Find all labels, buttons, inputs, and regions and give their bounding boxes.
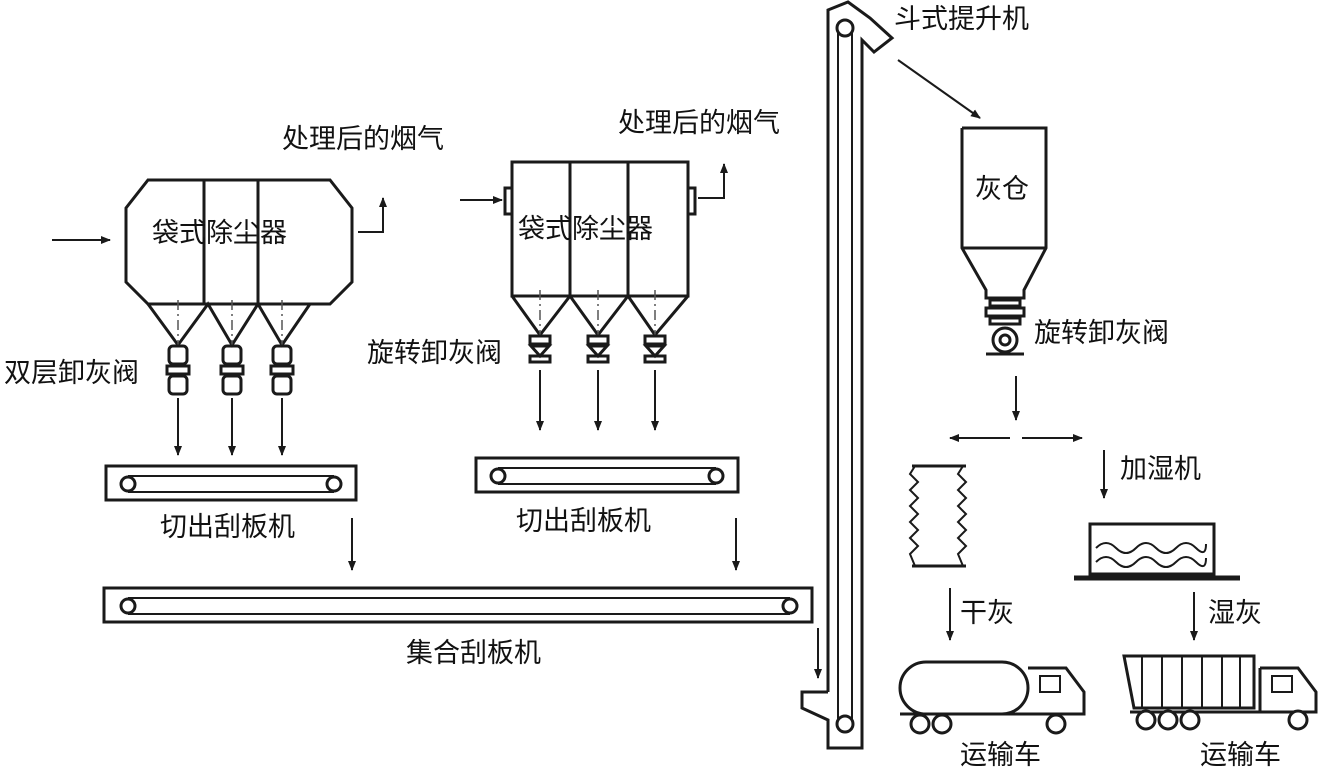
bag-filter-label-2: 袋式除尘器	[518, 214, 653, 245]
dry-ash-bag	[908, 464, 968, 568]
dump-truck	[1122, 654, 1318, 731]
silo-discharge-arrow	[949, 376, 1083, 442]
treated-flue-gas-label-2: 处理后的烟气	[618, 108, 780, 139]
truck-label-1: 运输车	[960, 740, 1041, 771]
collecting-scraper-label: 集合刮板机	[406, 638, 541, 669]
humidifier	[1074, 450, 1240, 581]
bucket-elevator	[800, 0, 895, 750]
bag-filter-1	[124, 178, 354, 348]
discharge-arrows-1	[174, 398, 286, 456]
bag-filter-2	[503, 160, 697, 338]
silo-rotary-valve	[984, 298, 1026, 356]
ash-silo-label: 灰仓	[975, 174, 1029, 205]
discharge-arrows-2	[536, 370, 659, 431]
rotary-valves-2	[527, 334, 668, 364]
bucket-elevator-label: 斗式提升机	[894, 4, 1029, 35]
double-layer-valves	[165, 344, 295, 396]
outlet-arrow-2	[698, 163, 728, 199]
scraper-label-1: 切出刮板机	[160, 512, 295, 543]
scraper-label-2: 切出刮板机	[516, 506, 651, 537]
dry-ash-label: 干灰	[960, 598, 1014, 629]
collecting-scraper-conveyor	[102, 586, 814, 624]
ash-silo	[960, 126, 1048, 300]
tanker-truck	[898, 660, 1086, 735]
double-layer-valve-label: 双层卸灰阀	[4, 358, 139, 389]
bag-filter-label-1: 袋式除尘器	[152, 218, 287, 249]
rotary-valve-label-2: 旋转卸灰阀	[1034, 318, 1169, 349]
wet-ash-label: 湿灰	[1208, 598, 1262, 629]
treated-flue-gas-label-1: 处理后的烟气	[282, 124, 444, 155]
elevator-to-silo-arrow	[897, 59, 981, 119]
scraper-conveyor-2	[474, 456, 740, 494]
humidifier-label: 加湿机	[1120, 454, 1201, 485]
truck-label-2: 运输车	[1200, 740, 1281, 771]
rotary-valve-label-1: 旋转卸灰阀	[367, 338, 502, 369]
scraper-conveyor-1	[104, 464, 358, 502]
outlet-arrow-1	[358, 197, 387, 233]
